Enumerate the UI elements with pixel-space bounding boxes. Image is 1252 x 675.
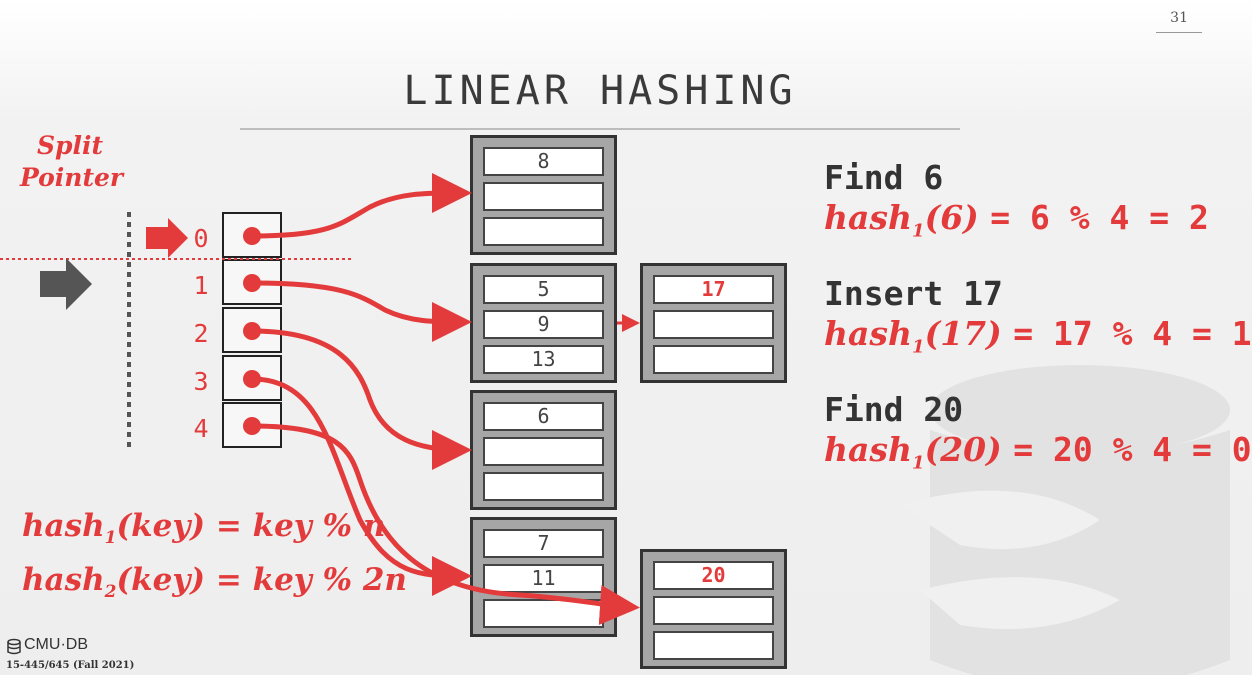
arrow-slot1-to-bucket1 xyxy=(249,280,472,342)
cmudb-logo-icon xyxy=(7,638,21,655)
title-rule xyxy=(240,128,960,130)
operation-hash: hash1(6) = 6 % 4 = 2 xyxy=(824,198,1209,242)
next-split-arrow xyxy=(40,258,92,310)
formula-sub: 1 xyxy=(104,528,117,549)
hash1-formula: hash1(key) = key % n xyxy=(22,508,385,548)
diagram-arrows xyxy=(0,172,640,625)
bucket-0: 8 xyxy=(470,135,617,255)
bucket-1: 5 9 13 xyxy=(470,263,617,383)
formula-fn: hash xyxy=(22,508,105,544)
split-pointer-arrow xyxy=(146,218,188,258)
hash-sub: 1 xyxy=(911,220,925,242)
overflow-bucket-1: 17 xyxy=(640,263,787,383)
operation-hash: hash1(20) = 20 % 4 = 0 xyxy=(824,430,1252,474)
hash-arg: (20) xyxy=(924,430,1002,469)
hash-sub: 1 xyxy=(911,452,925,474)
hash-fn: hash xyxy=(824,430,912,469)
hash-arg: (17) xyxy=(924,314,1002,353)
course-label: 15-445/645 (Fall 2021) xyxy=(6,660,135,671)
arrow-slot3-to-bucket3 xyxy=(249,376,472,596)
split-pointer-label-line1: Split xyxy=(36,131,104,160)
operation-label: Find 6 xyxy=(824,158,944,197)
bucket-cell xyxy=(653,631,774,660)
hash-result: = 20 % 4 = 0 xyxy=(1013,430,1252,469)
hash-fn: hash xyxy=(824,198,912,237)
slot-label-0: 0 xyxy=(193,224,209,253)
new-bucket-4: 20 xyxy=(640,549,787,669)
bucket-cell xyxy=(653,596,774,625)
page-number-rule xyxy=(1156,32,1202,33)
formula-rest: (key) = key % n xyxy=(116,508,386,544)
split-pointer-label-line2: Pointer xyxy=(20,163,124,192)
bucket-cell xyxy=(483,472,604,501)
hash-arg: (6) xyxy=(924,198,979,237)
arrow-slot2-to-bucket2 xyxy=(249,328,472,470)
bucket-cell: 5 xyxy=(483,275,604,304)
bucket-cell xyxy=(483,182,604,211)
hash-result: = 6 % 4 = 2 xyxy=(990,198,1209,237)
hash-sub: 1 xyxy=(911,336,925,358)
bucket-cell xyxy=(483,437,604,466)
operation-hash: hash1(17) = 17 % 4 = 1 xyxy=(824,314,1252,358)
operation-label: Insert 17 xyxy=(824,274,1003,313)
bucket-3: 7 11 xyxy=(470,517,617,637)
formula-fn: hash xyxy=(22,562,105,598)
bucket-cell: 11 xyxy=(483,564,604,593)
slot-label-2: 2 xyxy=(193,319,209,348)
operation-label: Find 20 xyxy=(824,390,964,429)
bucket-cell: 7 xyxy=(483,529,604,558)
bucket-cell: 6 xyxy=(483,402,604,431)
bucket-cell: 17 xyxy=(653,275,774,304)
hash-fn: hash xyxy=(824,314,912,353)
bucket-cell: 20 xyxy=(653,561,774,590)
split-pointer-label: Split Pointer xyxy=(20,130,124,194)
arrow-slot0-to-bucket0 xyxy=(249,172,472,239)
hash-result: = 17 % 4 = 1 xyxy=(1013,314,1252,353)
formula-rest: (key) = key % 2n xyxy=(116,562,407,598)
background-db-logo xyxy=(900,365,1230,675)
slot-label-3: 3 xyxy=(193,367,209,396)
arrow-slot4-to-new-bucket xyxy=(249,423,640,625)
bucket-cell xyxy=(653,345,774,374)
bucket-cell: 9 xyxy=(483,310,604,339)
slot-label-1: 1 xyxy=(193,271,209,300)
page-number: 31 xyxy=(1170,10,1188,26)
formula-sub: 2 xyxy=(104,582,117,603)
slot-label-4: 4 xyxy=(193,414,209,443)
hash2-formula: hash2(key) = key % 2n xyxy=(22,562,407,602)
bucket-cell: 13 xyxy=(483,345,604,374)
bucket-cell xyxy=(653,310,774,339)
cmudb-logo-text: CMU·DB xyxy=(24,636,88,653)
bucket-cell xyxy=(483,217,604,246)
bucket-cell: 8 xyxy=(483,147,604,176)
slide-title: LINEAR HASHING xyxy=(403,68,797,114)
